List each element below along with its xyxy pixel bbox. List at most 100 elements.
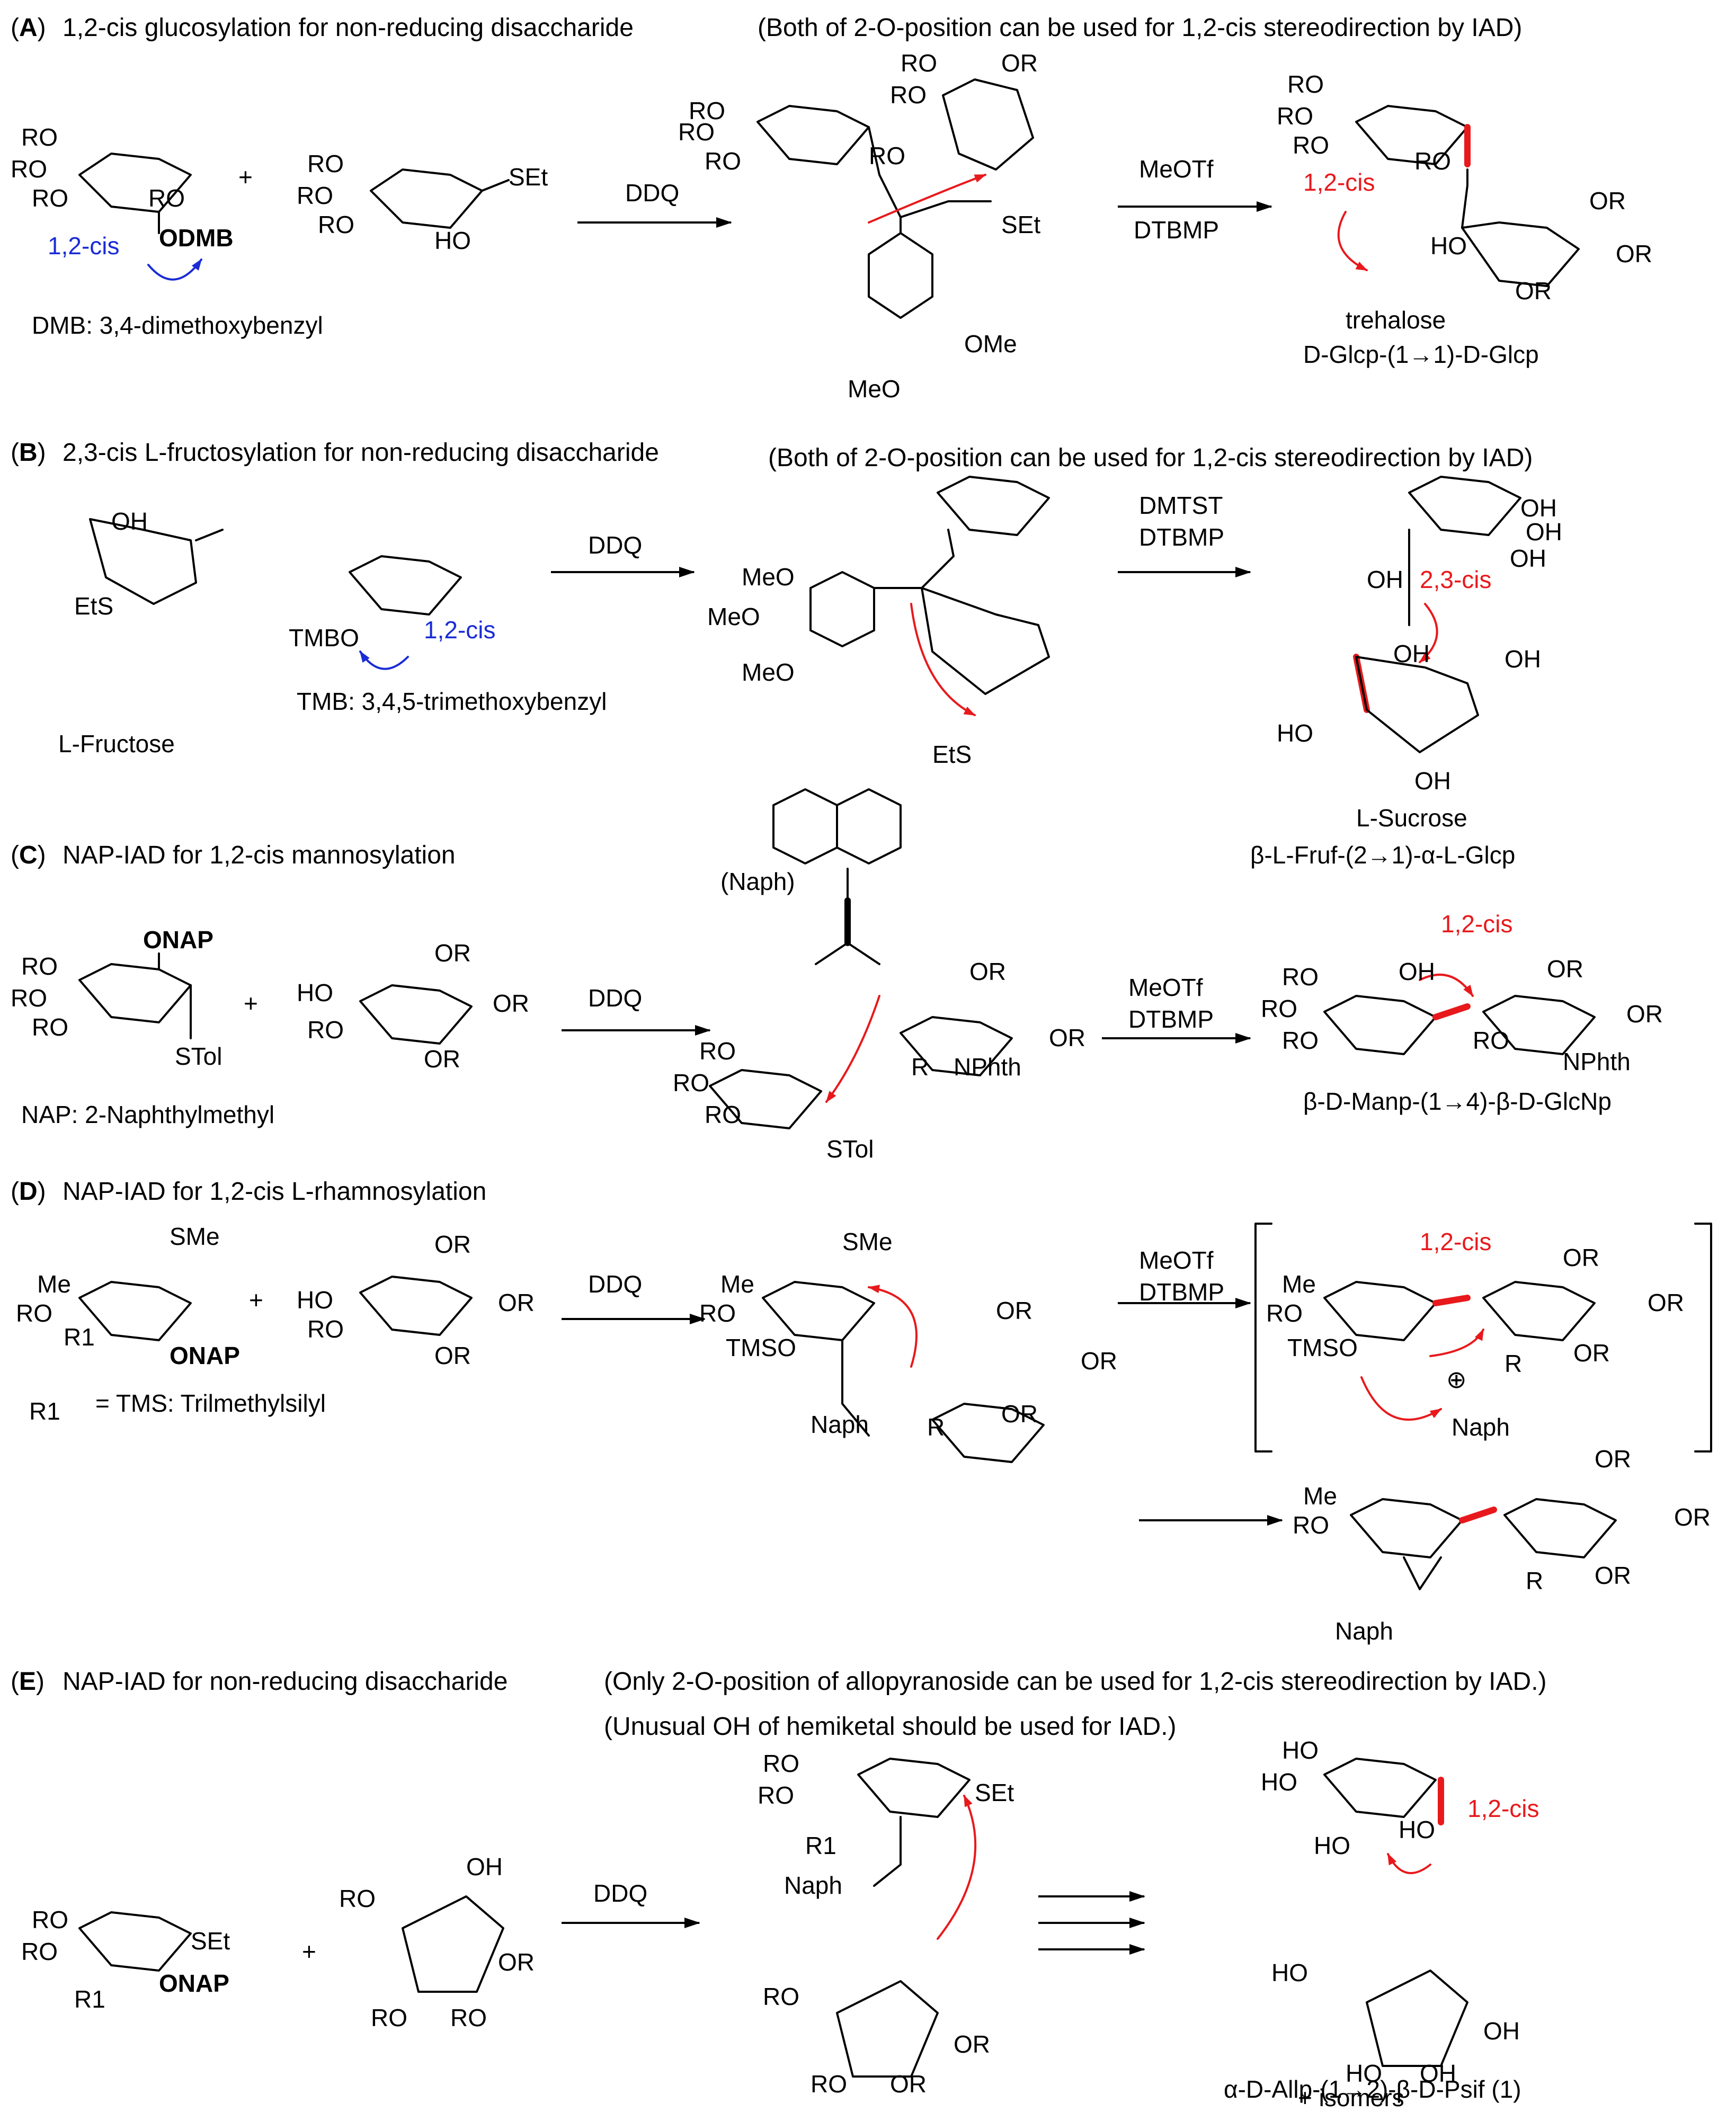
or-label: OR: [1563, 1244, 1599, 1271]
oh-label: OH: [1483, 2017, 1520, 2045]
ro-label: RO: [21, 123, 58, 151]
set-label: SEt: [191, 1927, 230, 1955]
cis-label-red: 1,2-cis: [1441, 910, 1512, 938]
plus-sign: +: [238, 163, 253, 191]
cis-label-blue: 1,2-cis: [48, 232, 119, 260]
ho-label: HO: [297, 979, 333, 1006]
set-label: SEt: [1001, 211, 1040, 238]
meo-label: MeO: [742, 658, 795, 686]
ho-label: HO: [1430, 232, 1467, 260]
or-label: OR: [1616, 240, 1652, 268]
panel-e-intermediate: RO RO SEt R1 Naph RO OR RO OR: [758, 1750, 1014, 2098]
panel-d: (D) NAP-IAD for 1,2-cis L-rhamnosylation…: [11, 1178, 1712, 1645]
product-name: trehalose: [1346, 306, 1446, 334]
stol-label: STol: [826, 1135, 874, 1163]
ro-label: RO: [901, 49, 937, 77]
ets-label: EtS: [932, 741, 972, 768]
ome-label: OMe: [964, 330, 1017, 358]
panel-a: (A) 1,2-cis glucosylation for non-reduci…: [11, 14, 1652, 403]
me-label: Me: [1303, 1482, 1337, 1510]
ro-label: RO: [699, 1037, 736, 1065]
ro-label: RO: [307, 1315, 344, 1343]
naph-label: Naph: [784, 1872, 842, 1899]
or-label: OR: [1515, 277, 1552, 305]
ro-label: RO: [890, 81, 927, 109]
ro-label: RO: [32, 184, 68, 212]
reagent-dmtst: DMTST: [1139, 492, 1223, 519]
panel-a-donor: RO RO RO RO ODMB 1,2-cis DMB: 3,4-dimeth…: [11, 123, 323, 339]
panel-e-note1: (Only 2-O-position of allopyranoside can…: [604, 1668, 1547, 1696]
panel-b-product: OH OH OH OH 2,3-cis OH OH HO OH L-Sucros…: [1250, 476, 1562, 869]
me-label: Me: [1282, 1270, 1316, 1298]
ro-label: RO: [16, 1299, 52, 1327]
or-label: OR: [1547, 955, 1583, 983]
or-label: OR: [434, 1231, 471, 1258]
new-glycosidic-bond: [1432, 1003, 1471, 1020]
ho-label: HO: [1399, 1816, 1435, 1843]
meo-label: MeO: [742, 563, 795, 591]
panel-a-letter: (A): [11, 14, 46, 42]
ro-label: RO: [705, 1101, 741, 1128]
panel-b-donor-fructose: OH EtS L-Fructose: [58, 507, 224, 758]
ro-label: RO: [307, 1016, 344, 1044]
ro-label: RO: [11, 155, 47, 183]
panel-c: (C) NAP-IAD for 1,2-cis mannosylation ON…: [11, 788, 1663, 1163]
reagent-dtbmp: DTBMP: [1128, 1005, 1214, 1033]
r1-label: R1: [64, 1323, 95, 1351]
product-formula: β-D-Manp-(1→4)-β-D-GlcNp: [1303, 1088, 1612, 1115]
reagent-meotf: MeOTf: [1128, 974, 1203, 1001]
or-label: OR: [1001, 49, 1038, 77]
panel-c-intermediate: (Naph) OR OR NPhth R RO RO RO STol: [673, 788, 1085, 1163]
ho-label: HO: [1271, 1959, 1308, 1986]
naph-label: (Naph): [720, 868, 795, 895]
product-formula: α-D-Allp-(1→2)-β-D-Psif (1): [1224, 2075, 1521, 2103]
stol-label: STol: [175, 1042, 222, 1070]
ro-label: RO: [11, 984, 47, 1012]
product-name: L-Sucrose: [1356, 804, 1467, 832]
ho-label: HO: [297, 1286, 333, 1314]
or-label: OR: [1081, 1347, 1117, 1375]
panel-b-title: 2,3-cis L-fructosylation for non-reducin…: [63, 439, 659, 467]
plus-sign: +: [244, 990, 258, 1017]
reagent-dtbmp: DTBMP: [1134, 216, 1219, 244]
r-label: R: [1504, 1350, 1522, 1377]
oh-label: OH: [1414, 767, 1451, 795]
panel-e-donor: RO RO SEt ONAP R1: [21, 1906, 230, 2013]
nphth-label: NPhth: [1563, 1048, 1631, 1075]
panel-c-title: NAP-IAD for 1,2-cis mannosylation: [63, 841, 456, 869]
cis-label-blue: 1,2-cis: [424, 616, 495, 644]
or-label: OR: [1001, 1400, 1038, 1428]
ro-label: RO: [763, 1983, 799, 2010]
or-label: OR: [1049, 1024, 1085, 1051]
panel-d-product: Me RO OR OR OR R Naph: [1293, 1445, 1711, 1645]
nphth-label: NPhth: [954, 1053, 1021, 1081]
bracket-right: [1694, 1223, 1712, 1452]
naph-label: Naph: [1452, 1413, 1510, 1441]
ho-label: HO: [434, 227, 471, 254]
oh-label: OH: [111, 507, 148, 535]
ro-label: RO: [339, 1885, 376, 1912]
or-label: OR: [890, 2070, 927, 2098]
r1-label: R1: [805, 1832, 836, 1859]
panel-b: (B) 2,3-cis L-fructosylation for non-red…: [11, 439, 1562, 869]
oh-label: OH: [1399, 958, 1435, 985]
ho-label: HO: [1282, 1736, 1319, 1764]
me-label: Me: [37, 1270, 71, 1298]
nap-group: ONAP: [143, 926, 213, 953]
or-label: OR: [434, 939, 471, 967]
reagent-ddq: DDQ: [588, 984, 642, 1012]
tmso-label: TMSO: [726, 1334, 796, 1361]
product-formula: β-L-Fruf-(2→1)-α-L-Glcp: [1250, 841, 1515, 869]
ring-closure-arrow: [868, 174, 986, 224]
reagent-meotf: MeOTf: [1139, 1246, 1214, 1274]
ro-label: RO: [148, 184, 185, 212]
donor-name: L-Fructose: [58, 730, 175, 758]
cis-label-red: 1,2-cis: [1420, 1228, 1491, 1255]
reagent-meotf: MeOTf: [1139, 155, 1214, 183]
sme-label: SMe: [170, 1223, 220, 1250]
ro-label: RO: [1261, 995, 1297, 1022]
ro-label: RO: [705, 147, 741, 175]
panel-d-oxocarbenium: 1,2-cis Me RO TMSO OR OR OR R Naph ⊕: [1266, 1228, 1684, 1441]
nap-group: ONAP: [170, 1342, 240, 1369]
ro-label: RO: [307, 150, 344, 177]
